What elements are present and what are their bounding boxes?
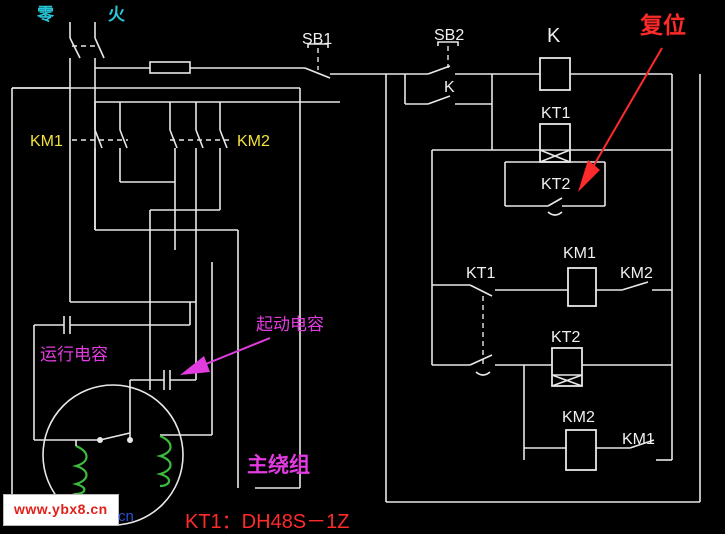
watermark-badge: www.ybx8.cn (3, 494, 119, 526)
km1-coil (567, 267, 597, 307)
aux-winding-coil (156, 434, 172, 488)
label-start-capacitor: 起动电容 (256, 315, 324, 335)
label-run-capacitor: 运行电容 (40, 345, 108, 365)
label-kt2-coil: KT2 (551, 329, 580, 346)
label-main-winding: 主绕组 (247, 453, 310, 477)
label-live: 火 (108, 5, 126, 25)
km2-coil (565, 429, 597, 471)
label-km2-coil: KM2 (562, 409, 595, 426)
label-kt1-contact: KT1 (466, 265, 495, 282)
capacitors (33, 262, 213, 441)
main-contacts (72, 101, 340, 488)
label-model-note: KT1：DH48S－1Z (185, 511, 350, 533)
label-k-coil: K (547, 25, 561, 47)
label-kt1-coil: KT1 (541, 105, 570, 122)
label-km1-main: KM1 (30, 133, 63, 150)
watermark-site: www.ybx8.cn (14, 501, 108, 517)
label-kt2-reset: KT2 (541, 176, 570, 193)
k-relay-coil (539, 57, 571, 91)
control-circuit (304, 41, 701, 503)
label-km2-main: KM2 (237, 133, 270, 150)
label-km1-coil: KM1 (563, 245, 596, 262)
label-sb2: SB2 (434, 27, 464, 44)
label-k-contact: K (444, 79, 455, 96)
main-winding-coil (72, 444, 88, 496)
label-reset: 复位 (639, 12, 686, 39)
label-km1-contact: KM1 (622, 431, 655, 448)
annotation-arrows (180, 47, 663, 375)
label-neutral: 零 (36, 5, 55, 25)
label-km2-contact: KM2 (620, 265, 653, 282)
label-sb1: SB1 (302, 31, 332, 48)
watermark-tail: cn (118, 508, 134, 525)
